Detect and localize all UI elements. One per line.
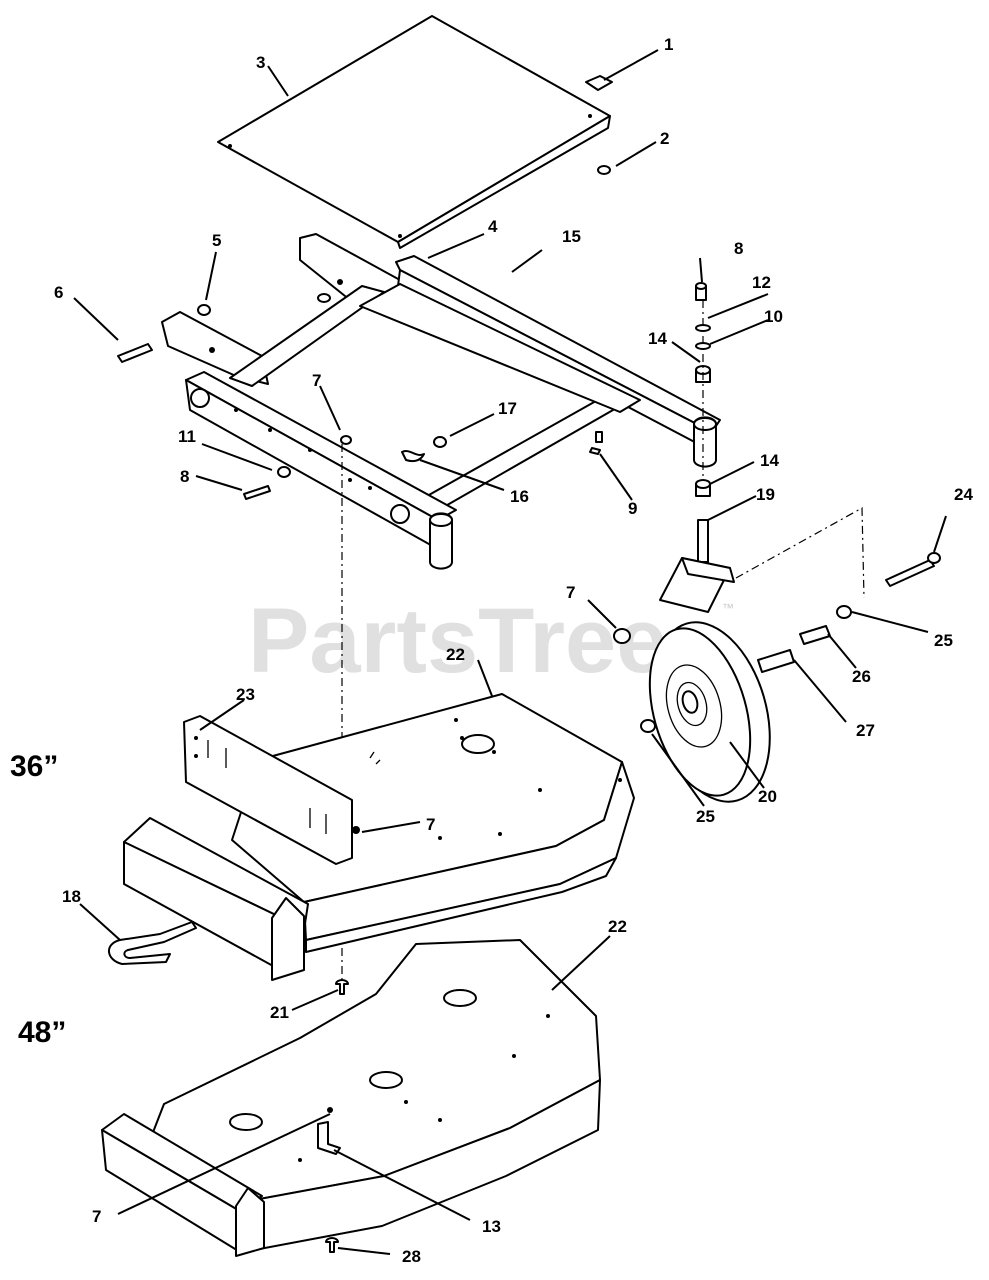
callout-18: 18 (62, 887, 81, 906)
hex-nut (597, 165, 611, 175)
callout-22-48: 22 (608, 917, 627, 936)
callout-14: 14 (648, 329, 667, 348)
callout-5: 5 (212, 231, 221, 250)
callout-7-fork: 7 (566, 583, 575, 602)
deck-size-48-label: 48” (18, 1016, 66, 1049)
callout-13: 13 (482, 1217, 501, 1236)
callout-26: 26 (852, 667, 871, 686)
callout-7: 7 (312, 371, 321, 390)
caster-assembly (613, 282, 941, 803)
deck-bolt (335, 979, 349, 995)
callout-21: 21 (270, 1003, 289, 1022)
callout-24: 24 (954, 485, 973, 504)
leader-lines (73, 49, 947, 1255)
callouts: 1 2 3 4 5 6 7 8 8 9 10 11 12 14 14 15 16… (54, 35, 973, 1266)
callout-23: 23 (236, 685, 255, 704)
callout-7-deck: 7 (426, 815, 435, 834)
callout-8-front: 8 (180, 467, 189, 486)
cover-plate (217, 15, 611, 249)
callout-14-lower: 14 (760, 451, 779, 470)
callout-2: 2 (660, 129, 669, 148)
callout-22: 22 (446, 645, 465, 664)
deck-36 (123, 693, 635, 981)
deck-bolt-48 (325, 1237, 339, 1253)
callout-15: 15 (562, 227, 581, 246)
deck-size-36-label: 36” (10, 750, 58, 783)
callout-9: 9 (628, 499, 637, 518)
callout-4: 4 (488, 217, 498, 236)
deck-48 (101, 939, 601, 1257)
callout-12: 12 (752, 273, 771, 292)
callout-8: 8 (734, 239, 743, 258)
callout-1: 1 (664, 35, 673, 54)
frame-hardware (117, 293, 603, 500)
deck-hook (108, 921, 197, 965)
callout-17: 17 (498, 399, 517, 418)
callout-10: 10 (764, 307, 783, 326)
callout-27: 27 (856, 721, 875, 740)
watermark-text: PartsTree (248, 590, 667, 692)
callout-7-48: 7 (92, 1207, 101, 1226)
callout-3: 3 (256, 53, 265, 72)
callout-11: 11 (178, 427, 196, 446)
hanger-frame (161, 233, 721, 570)
callout-19: 19 (756, 485, 775, 504)
callout-25-lower: 25 (696, 807, 715, 826)
callout-16: 16 (510, 487, 529, 506)
callout-28: 28 (402, 1247, 421, 1266)
callout-6: 6 (54, 283, 63, 302)
watermark-trademark: ™ (722, 601, 734, 615)
callout-25: 25 (934, 631, 953, 650)
callout-20: 20 (758, 787, 777, 806)
